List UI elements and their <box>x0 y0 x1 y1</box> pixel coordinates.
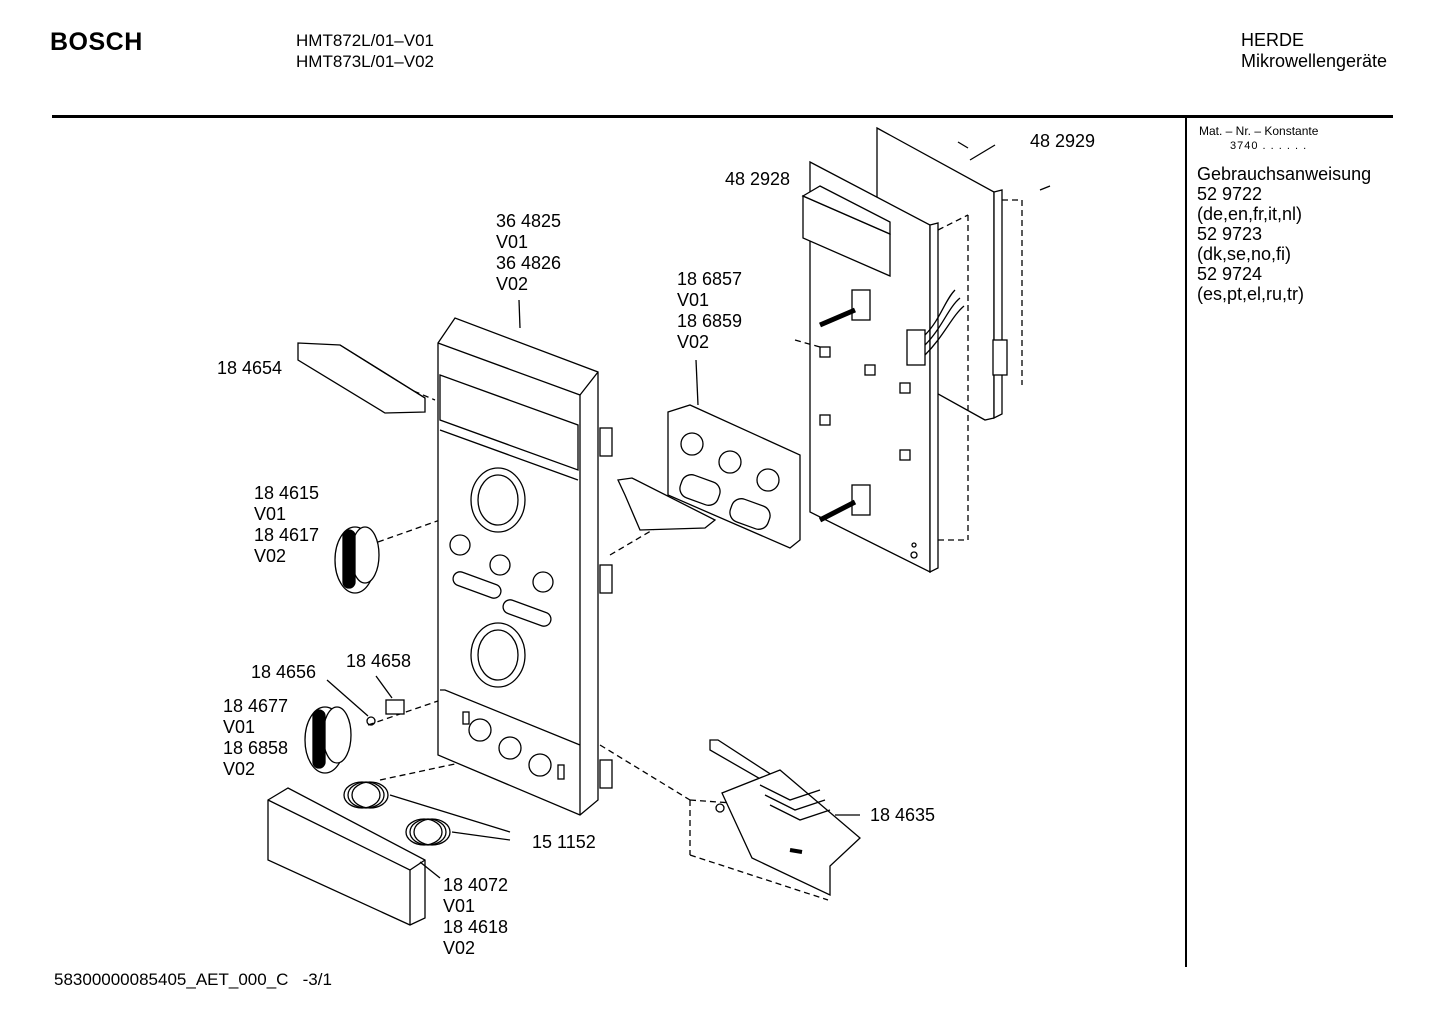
part-variant: V01 <box>496 232 529 252</box>
display-window-drawing <box>297 342 426 414</box>
leader-lines <box>419 144 996 879</box>
part-number: 48 2929 <box>1030 131 1096 151</box>
part-variant: V02 <box>254 546 287 566</box>
manual-line: (dk,se,no,fi) <box>1197 244 1292 264</box>
part-number: 18 6859 <box>677 311 743 331</box>
manual-line: 52 9722 <box>1197 184 1263 204</box>
page-number: -3/1 <box>302 970 332 989</box>
part-label-184656: 18 4656 <box>251 662 316 683</box>
button-frame-drawing <box>667 404 801 549</box>
part-label-364825: 36 4825 V01 36 4826 V02 <box>496 211 561 295</box>
model-line: HMT872L/01–V01 <box>296 31 434 50</box>
part-variant: V02 <box>223 759 256 779</box>
manual-line: (de,en,fr,it,nl) <box>1197 204 1303 224</box>
brand-logo: BOSCH <box>50 28 143 56</box>
part-variant: V02 <box>677 332 710 352</box>
part-number: 48 2928 <box>725 169 791 189</box>
part-variant: V02 <box>496 274 529 294</box>
part-number: 18 4677 <box>223 696 289 716</box>
part-number: 18 4656 <box>251 662 317 682</box>
category-line: HERDE <box>1241 30 1305 50</box>
part-variant: V01 <box>254 504 287 524</box>
door-button-drawing <box>267 787 426 926</box>
knob-lower-drawing <box>304 706 352 774</box>
category-line: Mikrowellengeräte <box>1241 51 1388 71</box>
knob-upper-drawing <box>334 526 380 594</box>
manual-line: Gebrauchsanweisung <box>1197 164 1372 184</box>
model-line: HMT873L/01–V02 <box>296 52 434 71</box>
pcb-front-drawing <box>801 160 965 574</box>
footer: 58300000085405_AET_000_C -3/1 <box>54 970 332 990</box>
small-frame-drawing <box>617 477 717 531</box>
part-label-151152: 15 1152 <box>532 832 596 853</box>
latch-drawing <box>709 739 861 897</box>
sidebar-divider <box>1185 117 1187 967</box>
springs-drawing <box>343 781 511 846</box>
part-number: 15 1152 <box>532 832 596 852</box>
part-label-184658: 18 4658 <box>346 651 411 672</box>
part-number: 18 4658 <box>346 651 412 671</box>
part-number: 18 6857 <box>677 269 743 289</box>
part-label-482929: 48 2929 <box>1030 131 1095 152</box>
insert-drawing <box>385 699 405 715</box>
part-variant: V01 <box>223 717 256 737</box>
part-number: 18 4618 <box>443 917 509 937</box>
manual-line: (es,pt,el,ru,tr) <box>1197 284 1305 304</box>
part-number: 18 4635 <box>870 805 936 825</box>
part-variant: V01 <box>677 290 710 310</box>
part-label-184635: 18 4635 <box>870 805 935 826</box>
header-divider <box>52 115 1393 118</box>
part-variant: V02 <box>443 938 476 958</box>
exploded-parts-diagram <box>267 126 1051 926</box>
part-label-186857: 18 6857 V01 18 6859 V02 <box>677 269 742 353</box>
material-number-label: Mat. – Nr. – Konstante <box>1199 124 1319 138</box>
manual-line: 52 9724 <box>1197 264 1263 284</box>
material-number-value: 3740 . . . . . . <box>1230 140 1308 152</box>
part-variant: V01 <box>443 896 476 916</box>
document-id: 58300000085405_AET_000_C <box>54 970 289 989</box>
part-label-184072: 18 4072 V01 18 4618 V02 <box>443 875 508 959</box>
part-label-482928: 48 2928 <box>725 169 790 190</box>
part-number: 36 4826 <box>496 253 562 273</box>
instruction-manual-list: Gebrauchsanweisung 52 9722 (de,en,fr,it,… <box>1197 164 1371 304</box>
part-number: 36 4825 <box>496 211 562 231</box>
part-number: 18 4072 <box>443 875 509 895</box>
part-number: 18 6858 <box>223 738 289 758</box>
part-number: 18 4615 <box>254 483 320 503</box>
part-label-184615: 18 4615 V01 18 4617 V02 <box>254 483 319 567</box>
part-label-184677: 18 4677 V01 18 6858 V02 <box>223 696 288 780</box>
category: HERDE Mikrowellengeräte <box>1241 30 1387 72</box>
manual-line: 52 9723 <box>1197 224 1263 244</box>
control-panel-drawing <box>437 317 613 816</box>
part-label-184654: 18 4654 <box>217 358 282 379</box>
part-number: 18 4654 <box>217 358 283 378</box>
clip-drawing <box>366 716 376 726</box>
model-numbers: HMT872L/01–V01 HMT873L/01–V02 <box>296 30 434 72</box>
part-number: 18 4617 <box>254 525 320 545</box>
